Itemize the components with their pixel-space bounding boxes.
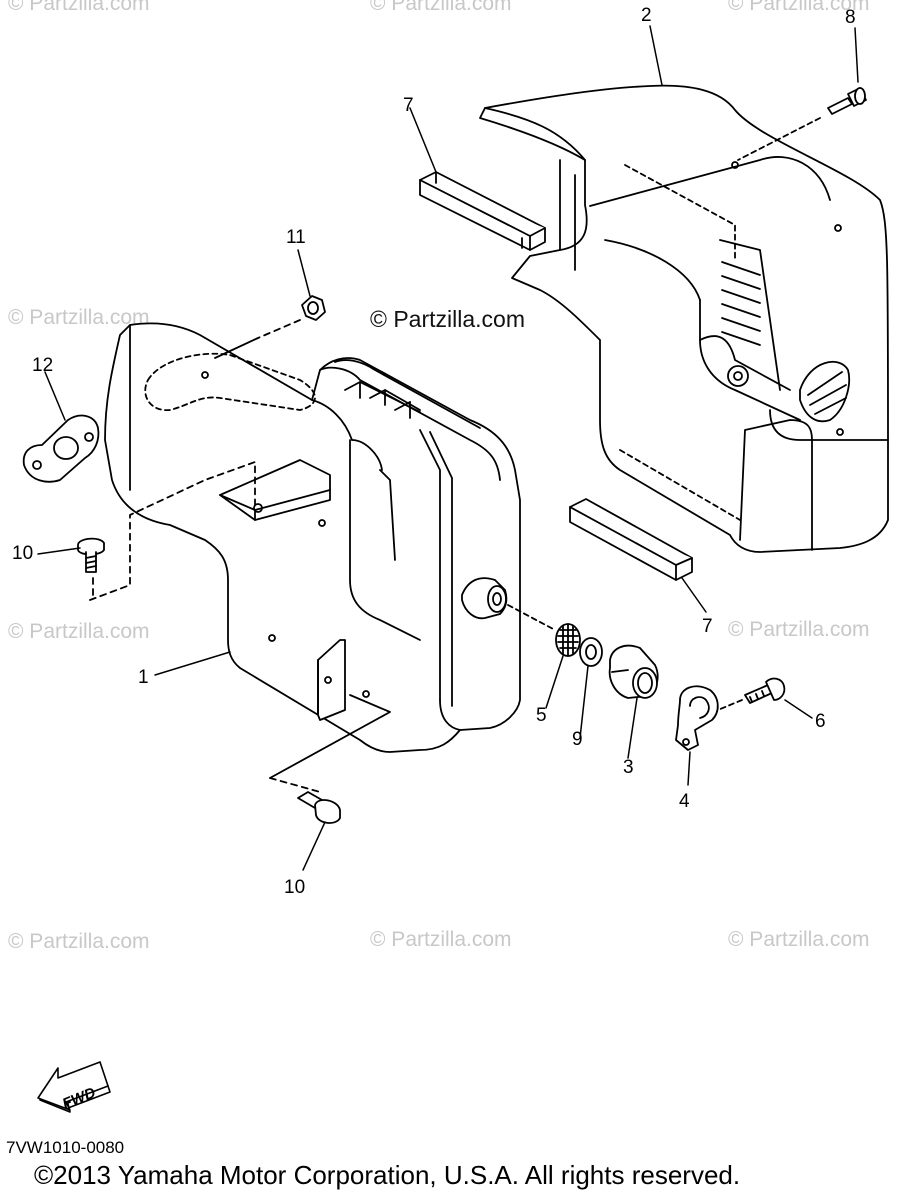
watermark: © Partzilla.com <box>728 0 870 15</box>
part-2-cover <box>479 84 889 553</box>
callout-3: 3 <box>623 757 634 778</box>
part-1-muffler <box>89 319 556 793</box>
center-watermark: © Partzilla.com <box>370 306 525 332</box>
copyright-notice: ©2013 Yamaha Motor Corporation, U.S.A. A… <box>34 1160 741 1190</box>
callout-2: 2 <box>641 5 652 26</box>
part-12-gasket <box>22 414 100 483</box>
fwd-arrow-icon <box>37 1061 111 1113</box>
figure-code: 7VW1010-0080 <box>6 1138 125 1157</box>
watermark: © Partzilla.com <box>370 0 512 15</box>
part-11-nut <box>301 295 326 321</box>
part-4-clamp <box>675 685 719 751</box>
part-7-foam-lower <box>569 498 693 581</box>
part-5-spark-screen <box>555 623 581 657</box>
part-7-foam-upper <box>419 171 546 251</box>
part-10-bolt-lower <box>297 791 341 824</box>
callout-9: 9 <box>572 729 583 750</box>
callout-4: 4 <box>679 791 690 812</box>
part-10-bolt-upper <box>77 537 105 573</box>
part-3-grommet <box>608 644 659 699</box>
watermark: © Partzilla.com <box>728 928 870 951</box>
callout-8: 8 <box>845 7 856 28</box>
callout-7-lower: 7 <box>702 616 713 637</box>
part-8-bolt <box>827 87 867 115</box>
part-6-bolt <box>717 677 786 711</box>
part-9-washer <box>579 637 603 667</box>
watermark: © Partzilla.com <box>8 620 150 643</box>
watermark: © Partzilla.com <box>370 928 512 951</box>
callout-12: 12 <box>32 355 54 376</box>
callout-10-upper: 10 <box>12 543 34 564</box>
callout-7-upper: 7 <box>403 95 414 116</box>
callout-6: 6 <box>815 711 826 732</box>
callout-11: 11 <box>286 227 306 248</box>
callout-10-lower: 10 <box>284 877 306 898</box>
callout-5: 5 <box>536 705 547 726</box>
leader-lines <box>37 25 859 871</box>
watermark: © Partzilla.com <box>728 618 870 641</box>
watermark: © Partzilla.com <box>8 930 150 953</box>
watermark: © Partzilla.com <box>8 306 150 329</box>
callout-1: 1 <box>138 667 149 688</box>
watermark: © Partzilla.com <box>8 0 150 15</box>
